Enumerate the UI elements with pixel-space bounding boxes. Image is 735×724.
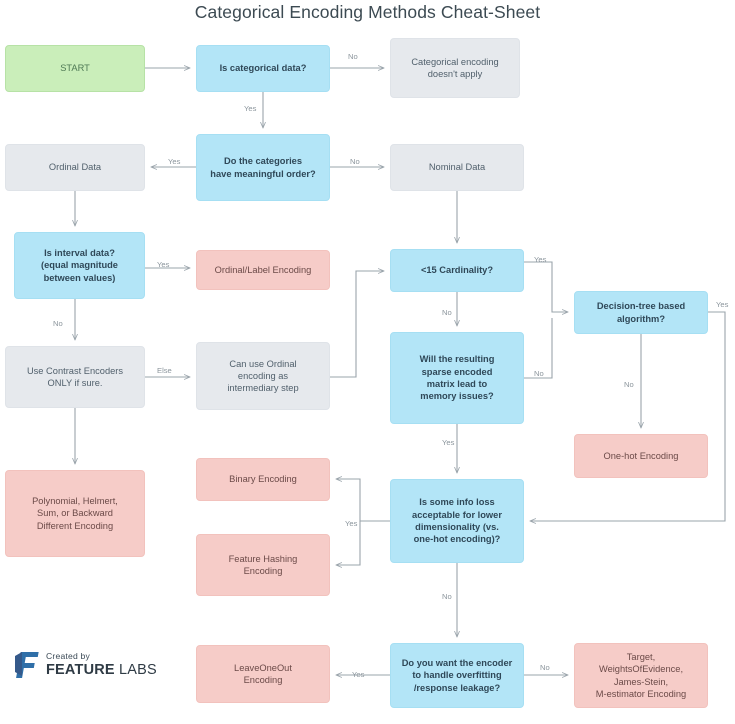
node-target-woe-james-stein-mestimator[interactable]: Target, WeightsOfEvidence, James-Stein, … (574, 643, 708, 708)
feature-labs-mark-icon (15, 652, 39, 678)
node-one-hot-encoding[interactable]: One-hot Encoding (574, 434, 708, 478)
edge-label: No (348, 52, 358, 61)
node-is-interval-data[interactable]: Is interval data? (equal magnitude betwe… (14, 232, 145, 299)
node-info-loss-acceptable[interactable]: Is some info loss acceptable for lower d… (390, 479, 524, 563)
node-can-use-ordinal-intermediary[interactable]: Can use Ordinal encoding as intermediary… (196, 342, 330, 410)
node-handle-overfitting[interactable]: Do you want the encoder to handle overfi… (390, 643, 524, 708)
node-ordinal-label-encoding[interactable]: Ordinal/Label Encoding (196, 250, 330, 290)
edge-label: Yes (716, 300, 729, 309)
brand-name-light: LABS (114, 661, 157, 678)
node-binary-encoding[interactable]: Binary Encoding (196, 458, 330, 501)
edge-label: No (442, 592, 452, 601)
page-title: Categorical Encoding Methods Cheat-Sheet (194, 2, 541, 22)
feature-labs-logo: Created by FEATURE LABS (14, 650, 157, 680)
node-use-contrast-encoders[interactable]: Use Contrast Encoders ONLY if sure. (5, 346, 145, 408)
edge-label: No (624, 380, 634, 389)
brand-name-bold: FEATURE (46, 661, 115, 678)
node-leaveoneout-encoding[interactable]: LeaveOneOut Encoding (196, 645, 330, 703)
edge-label: Else (157, 366, 172, 375)
edge-label: No (534, 369, 544, 378)
edge-label: No (350, 157, 360, 166)
edge-label: No (442, 308, 452, 317)
edge-label: Yes (352, 670, 365, 679)
edge-label: Yes (157, 260, 170, 269)
node-start[interactable]: START (5, 45, 145, 92)
feature-labs-wordmark: Created by FEATURE LABS (46, 650, 157, 679)
node-nominal-data[interactable]: Nominal Data (390, 144, 524, 191)
edge-label: No (540, 663, 550, 672)
node-cardinality-check[interactable]: <15 Cardinality? (390, 249, 524, 292)
edge-label: Yes (345, 519, 358, 528)
brand-name: FEATURE LABS (46, 662, 157, 679)
edge-label: Yes (534, 255, 547, 264)
node-decision-tree-algorithm[interactable]: Decision-tree based algorithm? (574, 291, 708, 334)
edge-label: Yes (442, 438, 455, 447)
edge-label: No (53, 319, 63, 328)
node-polynomial-helmert-sum-backward[interactable]: Polynomial, Helmert, Sum, or Backward Di… (5, 470, 145, 557)
created-by-label: Created by (46, 650, 91, 661)
node-categorical-encoding-doesnt-apply[interactable]: Categorical encoding doesn't apply (390, 38, 520, 98)
node-feature-hashing-encoding[interactable]: Feature Hashing Encoding (196, 534, 330, 596)
node-meaningful-order[interactable]: Do the categories have meaningful order? (196, 134, 330, 201)
edge-label: Yes (168, 157, 181, 166)
node-ordinal-data[interactable]: Ordinal Data (5, 144, 145, 191)
node-is-categorical-data[interactable]: Is categorical data? (196, 45, 330, 92)
edge-label: Yes (244, 104, 257, 113)
node-sparse-memory-issues[interactable]: Will the resulting sparse encoded matrix… (390, 332, 524, 424)
